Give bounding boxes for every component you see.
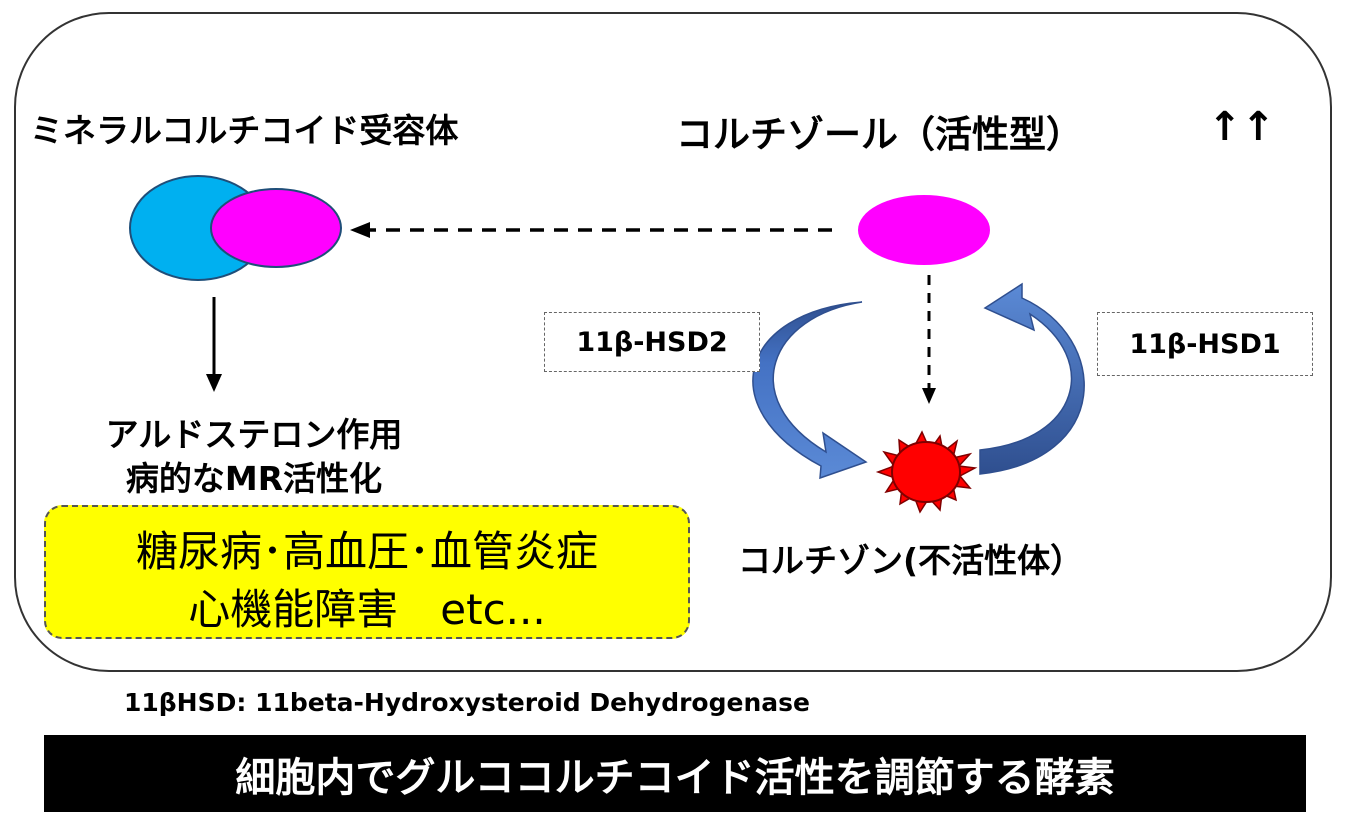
- cortisone-label: コルチゾン(不活性体）: [738, 541, 1084, 580]
- conversion-arrowhead: [922, 388, 936, 404]
- disease-line-1: 糖尿病･高血圧･血管炎症: [135, 527, 598, 576]
- caption-banner: 細胞内でグルココルチコイド活性を調節する酵素: [44, 735, 1306, 812]
- receptor-label: ミネラルコルチコイド受容体: [30, 111, 459, 150]
- sun-core: [891, 441, 961, 503]
- diagram-frame: [14, 12, 1332, 672]
- aldosterone-action-label: アルドステロン作用: [105, 415, 403, 454]
- cortisol-label: コルチゾール（活性型）: [676, 113, 1083, 156]
- disease-line-2: 心機能障害 etc...: [188, 585, 546, 634]
- bound-cortisol-shape: [210, 188, 342, 268]
- cortisone-shape: [875, 430, 978, 514]
- hsd1-label: 11β-HSD1: [1097, 312, 1313, 376]
- effect-arrowhead: [206, 374, 222, 392]
- binding-arrowhead: [350, 222, 370, 238]
- hsd2-curved-arrow: [752, 301, 868, 480]
- mr-activation-label: 病的なMR活性化: [125, 459, 383, 498]
- increase-arrows: ↑↑: [1208, 104, 1276, 150]
- hsd2-label: 11β-HSD2: [544, 312, 760, 372]
- footnote: 11βHSD: 11beta-Hydroxysteroid Dehydrogen…: [124, 688, 810, 717]
- cortisol-shape: [858, 195, 990, 265]
- disease-box: [44, 505, 690, 639]
- hsd1-curved-arrow: [979, 282, 1085, 475]
